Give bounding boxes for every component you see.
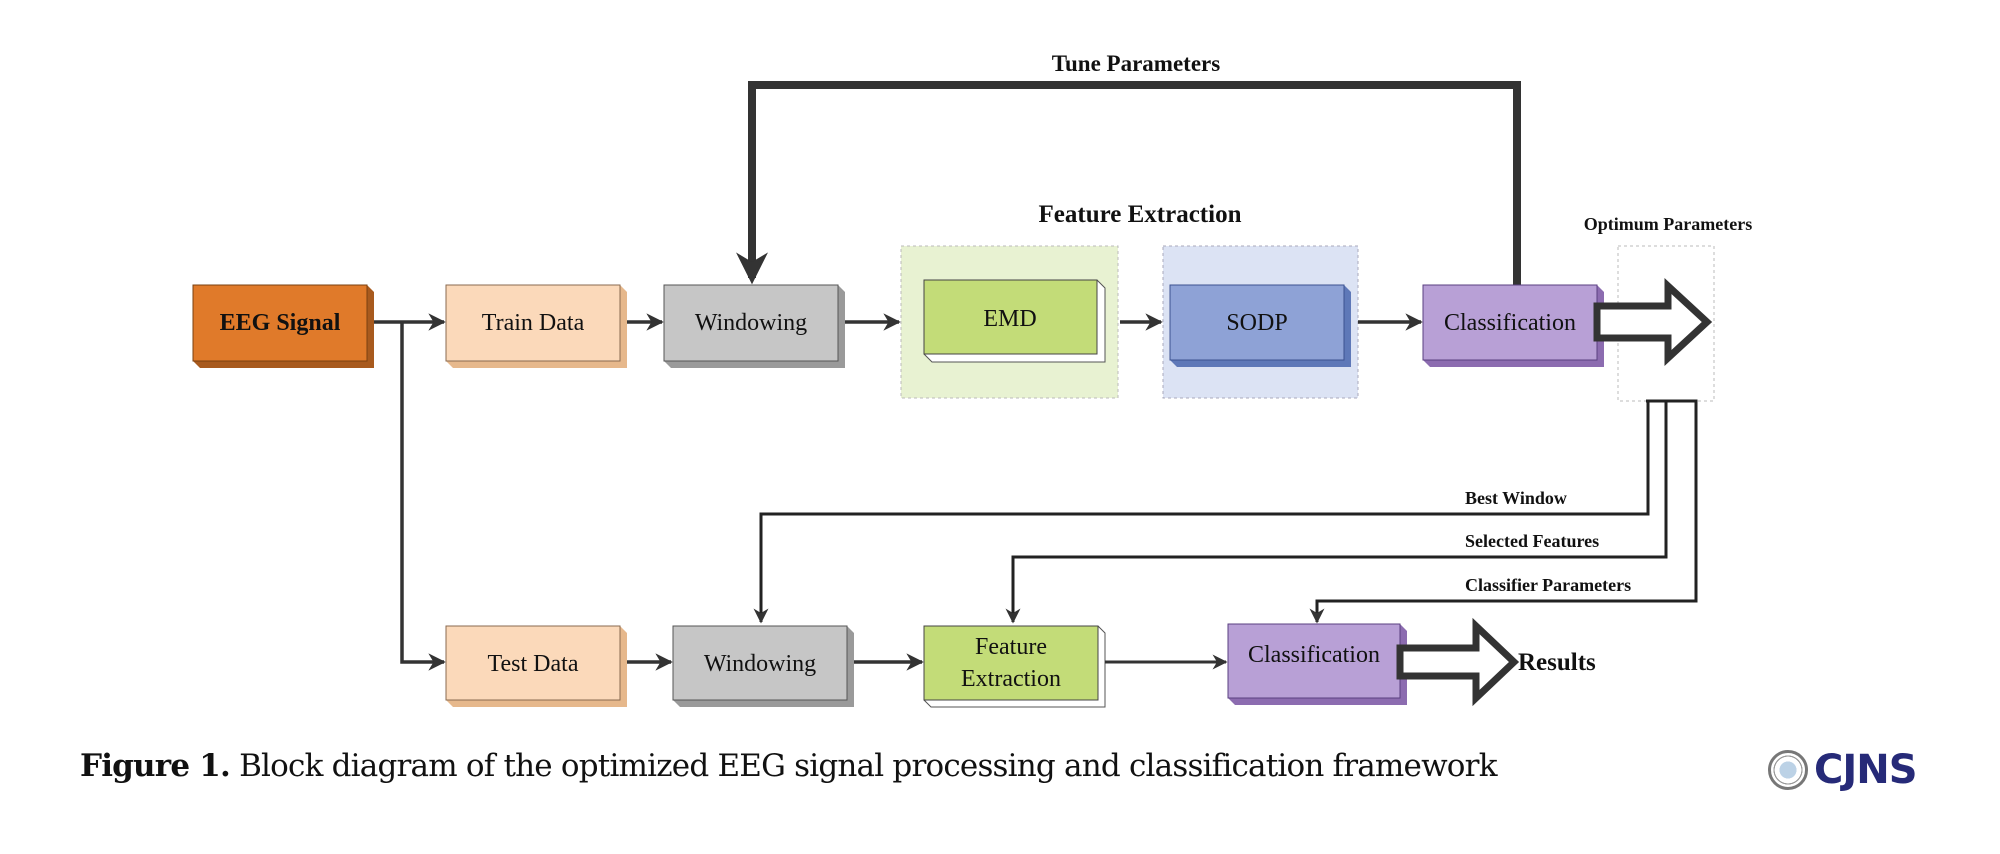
emd-block: EMD	[923, 279, 1106, 363]
windowing-train-block: Windowing	[663, 284, 845, 368]
sodp-label: SODP	[1226, 310, 1287, 336]
best-window-line	[753, 401, 1650, 624]
journal-logo-text: CJNS	[1814, 747, 1918, 793]
feature-extraction-title: Feature Extraction	[1039, 201, 1242, 228]
selected-features-line	[1005, 401, 1668, 624]
caption-text: Block diagram of the optimized EEG signa…	[230, 748, 1497, 784]
journal-logo: CJNS	[1768, 745, 1918, 795]
caption-label: Figure 1.	[80, 748, 231, 784]
train-data-block: Train Data	[445, 284, 627, 368]
classifier-parameters-line	[1309, 399, 1698, 624]
classifier-parameters-label: Classifier Parameters	[1465, 575, 1631, 595]
tune-parameters-label: Tune Parameters	[1052, 51, 1220, 76]
classification-test-label: Classification	[1248, 642, 1380, 668]
eeg-signal-label: EEG Signal	[220, 310, 341, 336]
classification-test-block: Classification	[1227, 623, 1407, 705]
feature-extraction-test-block: Feature Extraction	[923, 625, 1106, 708]
optimum-output-arrow	[1593, 278, 1713, 366]
sodp-block: SODP	[1169, 284, 1351, 367]
windowing-train-label: Windowing	[695, 310, 807, 336]
feature-extraction-line2: Extraction	[961, 666, 1061, 692]
best-window-label: Best Window	[1465, 488, 1567, 508]
test-data-block: Test Data	[445, 625, 627, 707]
emd-label: EMD	[983, 306, 1036, 332]
selected-features-label: Selected Features	[1465, 531, 1599, 551]
eeg-signal-block: EEG Signal	[192, 284, 374, 368]
arrow-eeg-to-test	[400, 322, 446, 671]
figure-caption: Figure 1. Block diagram of the optimized…	[80, 748, 1497, 784]
optimum-parameters-label: Optimum Parameters	[1584, 214, 1752, 234]
block-diagram: Tune Parameters Feature Extraction Optim…	[192, 51, 1752, 708]
feature-extraction-line1: Feature	[975, 634, 1047, 660]
train-data-label: Train Data	[482, 310, 585, 336]
windowing-test-block: Windowing	[672, 625, 854, 707]
windowing-test-label: Windowing	[704, 651, 816, 677]
test-data-label: Test Data	[488, 651, 579, 677]
results-label: Results	[1518, 649, 1596, 676]
tune-parameters-arrow	[736, 81, 1521, 286]
results-arrow	[1396, 617, 1520, 707]
classification-train-label: Classification	[1444, 310, 1576, 336]
classification-train-block: Classification	[1422, 284, 1604, 367]
journal-seal-icon	[1768, 750, 1808, 790]
